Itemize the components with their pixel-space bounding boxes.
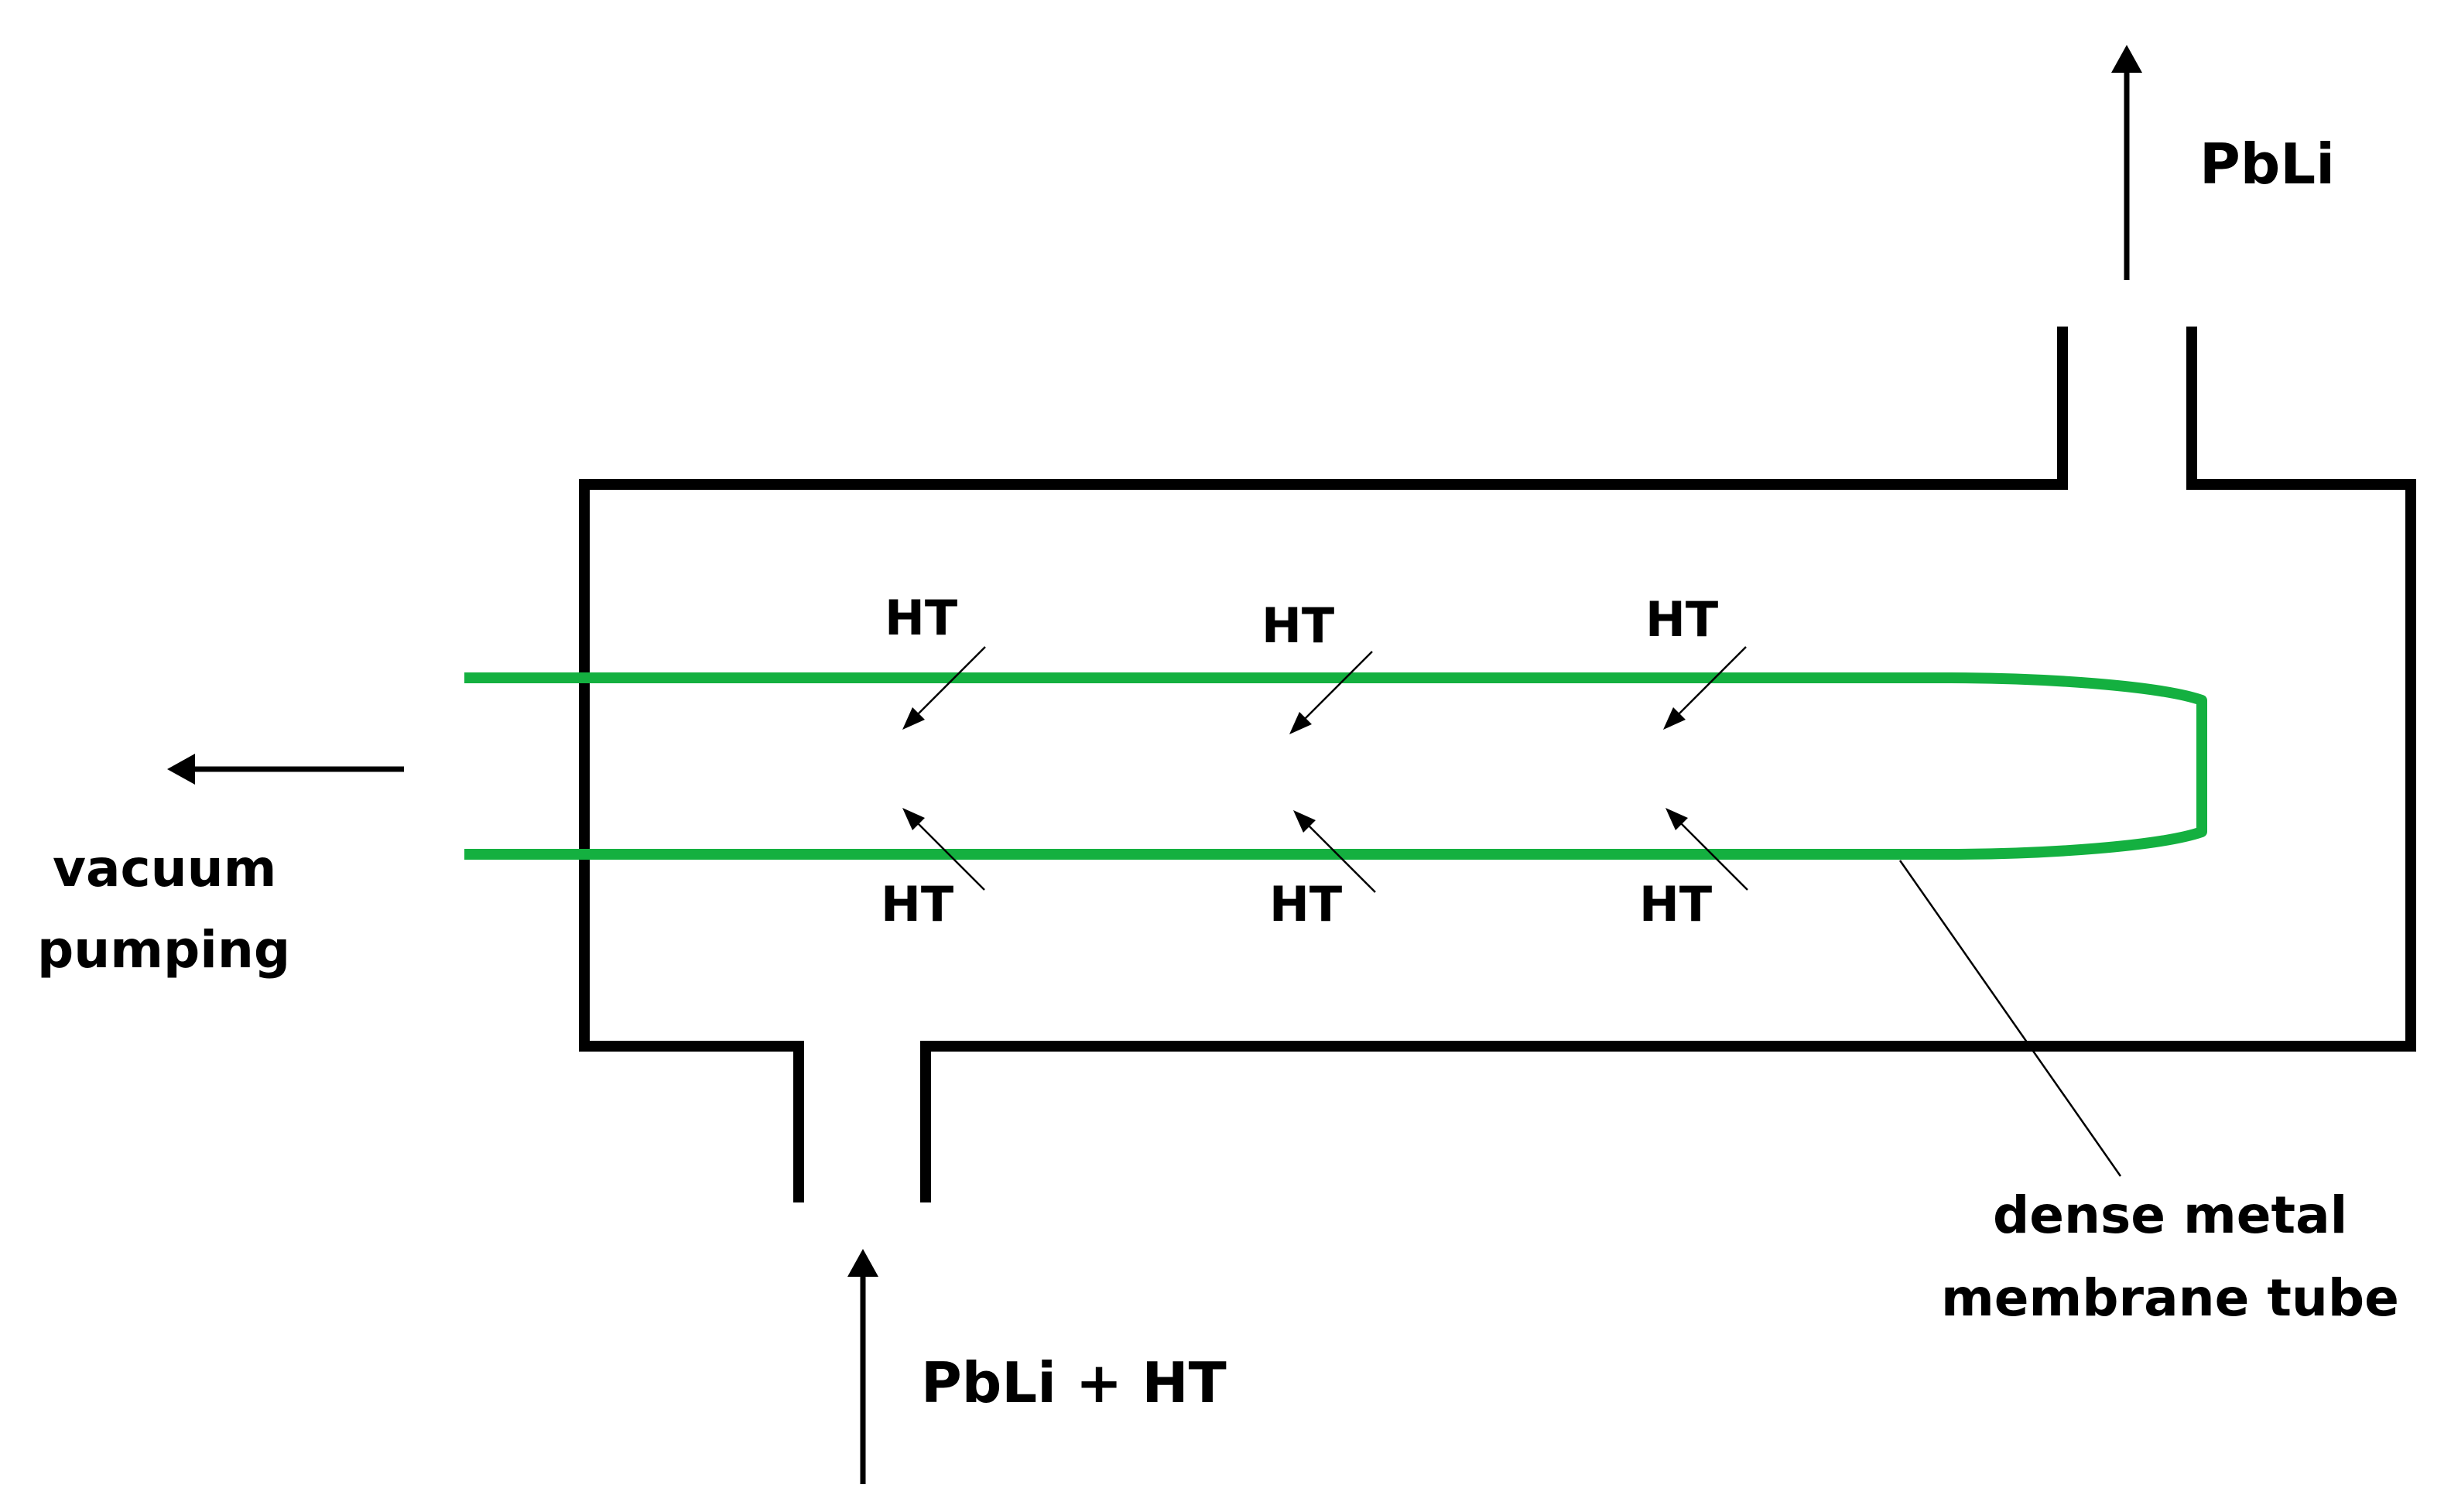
permeation-arrow-top-3 (1663, 646, 1747, 730)
ht-label-bottom-1: HT (881, 876, 953, 932)
outlet-flow-arrow (2111, 45, 2142, 280)
outlet-label: PbLi (2199, 132, 2335, 197)
ht-label-top-2: HT (1261, 597, 1334, 654)
membrane-label-line1: dense metal (1993, 1185, 2347, 1245)
ht-label-top-1: HT (885, 590, 957, 646)
ht-label-bottom-3: HT (1639, 876, 1712, 932)
inlet-label: PbLi + HT (921, 1350, 1227, 1415)
ht-label-bottom-2: HT (1269, 876, 1342, 932)
vacuum-pumping-arrow (167, 754, 404, 785)
vacuum-label-line1: vacuum (53, 839, 276, 898)
inlet-flow-arrow (847, 1249, 878, 1484)
membrane-tube (464, 672, 2207, 860)
permeation-arrow-bottom-2 (1293, 810, 1376, 893)
membrane-leader-line (1898, 860, 2122, 1177)
vessel-outline (579, 327, 2416, 1202)
membrane-label-line2: membrane tube (1941, 1268, 2399, 1328)
vacuum-label-line2: pumping (37, 920, 290, 980)
permeation-arrow-bottom-3 (1665, 808, 1748, 891)
permeation-arrow-top-1 (902, 646, 986, 730)
permeation-arrow-bottom-1 (902, 808, 985, 891)
ht-label-top-3: HT (1645, 591, 1718, 648)
permeation-arrow-top-2 (1289, 651, 1373, 734)
